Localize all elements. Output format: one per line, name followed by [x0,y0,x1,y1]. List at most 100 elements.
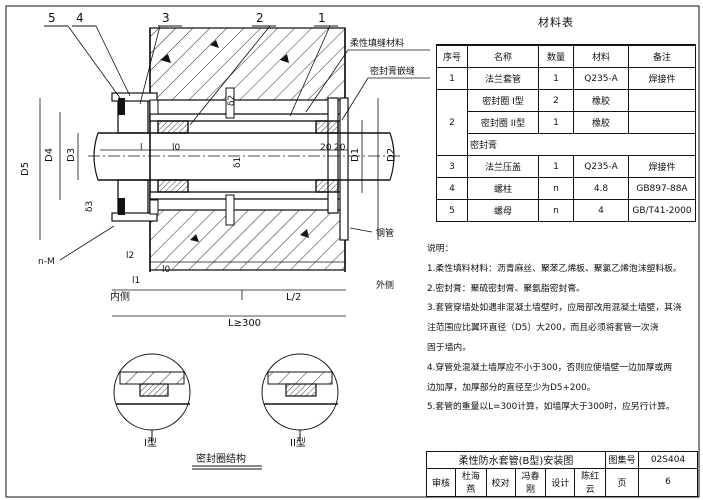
materials-table: 序号 名称 数量 材料 备注 1 法兰套管 1 Q235-A 焊接件 2 密封圈… [436,44,696,222]
cell: 5 [436,199,468,222]
cell: 3 [436,155,468,178]
dim-D1: D1 [350,148,361,162]
drawing-title: 柔性防水套管(B型)安装图 [426,451,606,469]
cell: 螺母 [467,199,539,222]
label-sealant: 密封膏嵌缝 [370,65,415,77]
cell: 密封圈 II型 [467,111,539,134]
dim-D2: D2 [386,148,397,162]
cell: 法兰压盖 [467,155,539,178]
sheet-frame [5,5,700,498]
label-type2: II型 [290,436,306,449]
table-row: 4 螺柱 n 4.8 GB897-88A [436,177,696,200]
dim-20b: 20 [334,143,346,153]
label-steel-pipe: 钢管 [376,227,394,239]
cell: 法兰套管 [467,67,539,90]
note-line: 5.套管的重量以L=300计算，如墙厚大于300时，应另行计算。 [427,402,675,413]
page-number: 6 [638,467,698,498]
col-header: 材料 [573,44,629,68]
callout-2: 2 [256,11,264,25]
cell: 1 [538,155,574,178]
cell: Q235-A [573,155,629,178]
label-outer-side: 外侧 [376,279,394,291]
table-row: 3 法兰压盖 1 Q235-A 焊接件 [436,155,696,178]
title-block: 柔性防水套管(B型)安装图 图集号 02S404 审核 杜海燕 校对 冯春刚 设… [426,451,698,498]
check-sign: 冯春刚 [514,467,547,498]
notes-block: 说明： 1.柔性填料材料：沥青麻丝、聚苯乙烯板、聚氯乙烯泡沫塑料板。 2.密封膏… [427,240,699,418]
cell: 4.8 [573,177,629,200]
note-line: 注范围应比翼环直径（D5）大200，而且必须将套管一次浇 [427,323,659,334]
dim-delta1: δ1 [233,157,243,168]
materials-header-row: 序号 名称 数量 材料 备注 [436,44,696,68]
cell: 密封膏 [467,133,696,156]
review-sign: 杜海燕 [455,467,487,498]
label-inner-side: 内侧 [110,290,130,303]
cell: Q235-A [573,67,629,90]
cell: GB/T41-2000 [628,199,696,222]
cell: 密封圈 I型 [467,89,539,112]
table-row: 2 密封圈 I型 2 橡胶 [436,89,696,156]
callout-5: 5 [48,11,56,25]
dim-l1: l1 [132,276,140,286]
dim-delta3: δ3 [85,201,95,212]
flange-gland [111,92,159,222]
atlas-number: 02S404 [638,451,698,469]
cell: 1 [538,67,574,90]
cell [628,111,696,134]
cell: 2 [538,89,574,112]
col-header: 备注 [628,44,696,68]
label-flexible-fill: 柔性填缝材料 [350,37,404,49]
callout-1: 1 [318,11,326,25]
cell: 橡胶 [573,111,629,134]
seal-rings [157,120,339,193]
dim-L-min: L≥300 [228,318,261,329]
label-n-m: n-M [38,257,55,267]
concrete-wall [149,27,346,272]
dimensions [39,98,379,317]
callouts: 5 4 3 2 1 [44,11,338,126]
check-label: 校对 [485,467,516,498]
cell [628,89,696,112]
cell: 1 [538,111,574,134]
dim-l0: l0 [172,143,181,153]
cell: 焊接件 [628,67,696,90]
notes-title: 说明： [427,244,454,254]
note-line: 固于墙内。 [427,342,471,353]
steel-pipe [88,132,400,181]
dim-20a: 20 [320,143,332,153]
design-sign: 陈红云 [574,467,606,498]
callout-4: 4 [76,11,84,25]
dimension-labels: D5 D4 D3 D1 D2 δ1 δ2 δ3 l l0 20 20 l2 l1… [20,95,397,329]
table-row: 密封膏 [437,133,696,156]
cell: n [538,177,574,200]
atlas-label: 图集号 [605,451,639,469]
callout-3: 3 [162,11,170,25]
dim-l0-b: l0 [162,265,171,275]
note-line: 边加厚，加厚部分的直径至少为D5+200。 [427,382,596,393]
cell: 焊接件 [628,155,696,178]
cell: 1 [436,67,468,90]
note-line: 1.柔性填料材料：沥青麻丝、聚苯乙烯板、聚氯乙烯泡沫塑料板。 [427,263,682,274]
annotations: 柔性填缝材料 密封膏嵌缝 钢管 外侧 内侧 n-M [38,37,430,303]
cell: 4 [436,177,468,200]
dim-l2: l2 [126,251,134,261]
col-header: 序号 [436,44,468,68]
cell: 2 [436,89,468,156]
seal-detail-type1: I型 [113,353,191,449]
table-row: 5 螺母 n 4 GB/T41-2000 [436,199,696,222]
note-line: 4.穿管处混凝土墙厚应不小于300，否则应使墙壁一边加厚或两 [427,362,673,373]
dim-delta2: δ2 [227,95,237,106]
label-type1: I型 [144,436,157,449]
page-label: 页 [605,467,639,498]
design-label: 设计 [545,467,576,498]
dim-D5: D5 [20,162,31,176]
col-header: 数量 [538,44,574,68]
cell: 4 [573,199,629,222]
dim-half-L: L/2 [286,292,301,303]
dim-D3: D3 [66,148,77,162]
cell: GB897-88A [628,177,696,200]
cell: 橡胶 [573,89,629,112]
cell: 螺柱 [467,177,539,200]
dim-l: l [140,143,143,153]
seal-detail-type2: II型 [261,353,339,449]
